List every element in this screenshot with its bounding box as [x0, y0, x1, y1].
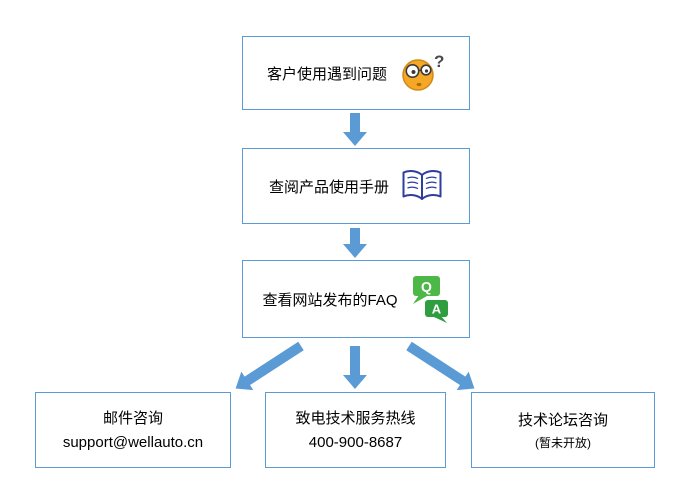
arrow-fan-middle	[343, 346, 367, 389]
outcome-forum: 技术论坛咨询 (暂未开放)	[471, 392, 655, 468]
outcome-email: 邮件咨询 support@wellauto.cn	[35, 392, 231, 468]
outcome-hotline-title: 致电技术服务热线	[295, 410, 416, 427]
outcome-hotline: 致电技术服务热线 400-900-8687	[265, 392, 446, 468]
outcome-forum-status: (暂未开放)	[535, 435, 591, 450]
confused-face-icon: ?	[402, 52, 444, 91]
qa-bubbles-icon: Q A	[412, 276, 448, 323]
flow-step-problem-label: 客户使用遇到问题	[266, 65, 387, 83]
arrow-fan-right	[406, 341, 475, 391]
flow-step-manual-label: 查阅产品使用手册	[268, 178, 389, 196]
open-book-icon	[402, 170, 442, 200]
outcome-email-title: 邮件咨询	[102, 410, 163, 427]
arrow-down-2	[343, 228, 367, 258]
outcome-hotline-number: 400-900-8687	[308, 433, 403, 451]
flow-step-manual: 查阅产品使用手册	[242, 148, 470, 224]
arrow-fan-left	[235, 341, 304, 391]
arrow-down-1	[343, 113, 367, 146]
face-question-mark: ?	[434, 52, 444, 71]
qa-a-letter: A	[431, 302, 441, 317]
flow-step-faq: 查看网站发布的FAQ Q A	[242, 260, 470, 338]
flow-step-faq-label: 查看网站发布的FAQ	[262, 291, 398, 309]
outcome-forum-title: 技术论坛咨询	[517, 412, 608, 430]
flow-step-problem: 客户使用遇到问题 ?	[242, 36, 470, 110]
outcome-email-address: support@wellauto.cn	[62, 433, 204, 451]
qa-q-letter: Q	[421, 279, 432, 295]
